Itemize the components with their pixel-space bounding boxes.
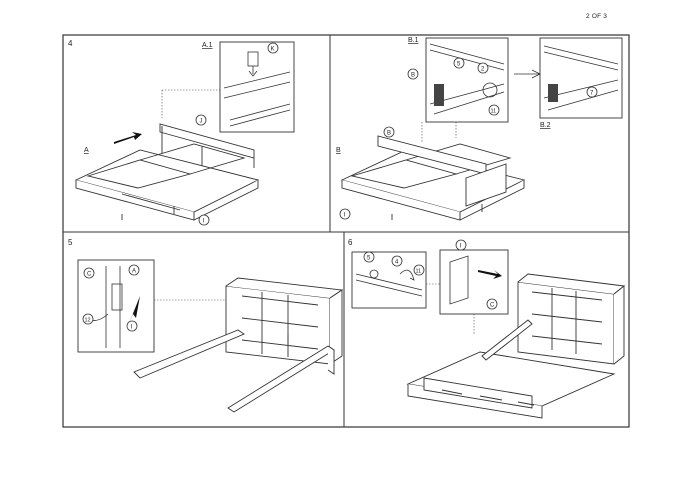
callout-i-5 — [126, 320, 138, 332]
callout-7 — [586, 86, 598, 98]
svg-text:B: B — [387, 131, 391, 137]
assembly-drawing: 4 A.1 K A J I B.1 — [62, 34, 630, 428]
svg-text:I: I — [131, 325, 133, 331]
callout-5 — [453, 57, 465, 69]
svg-text:11: 11 — [491, 109, 497, 115]
page-number: 2 OF 3 — [586, 13, 608, 20]
sheet-frame — [62, 34, 630, 428]
callout-11-6 — [413, 264, 425, 276]
detail-step6-bolt-box — [351, 251, 427, 309]
step6-number: 6 — [348, 238, 353, 247]
callout-c-6 — [486, 298, 498, 310]
callout-b-main — [383, 126, 395, 138]
svg-text:11: 11 — [416, 269, 422, 275]
callout-c-5 — [83, 267, 95, 279]
callout-k — [267, 42, 279, 54]
instruction-sheet: 4 A.1 K A J I B.1 — [62, 34, 630, 428]
svg-text:5: 5 — [457, 62, 461, 68]
step4-label-a: A — [84, 147, 89, 154]
svg-text:I: I — [344, 213, 346, 219]
svg-text:C: C — [87, 272, 92, 278]
callout-12 — [82, 313, 94, 325]
svg-text:I: I — [460, 244, 462, 250]
step4-label-b: B — [336, 147, 341, 154]
callout-4-6 — [391, 255, 403, 267]
callout-a-5 — [128, 264, 140, 276]
step5-number: 5 — [68, 238, 73, 247]
svg-text:B: B — [411, 73, 415, 79]
callout-11 — [488, 104, 500, 116]
step5-panel: 5 C A 12 I — [68, 238, 344, 413]
step4-panel: 4 A.1 K A J I — [68, 39, 295, 226]
callout-b-detail — [407, 68, 419, 80]
svg-text:4: 4 — [395, 260, 399, 266]
insert-arrow — [114, 132, 142, 144]
detail-b2-box — [539, 37, 623, 119]
svg-text:5: 5 — [367, 256, 371, 262]
svg-text:12: 12 — [85, 318, 91, 324]
callout-i-a — [198, 214, 210, 226]
svg-text:I: I — [203, 219, 205, 225]
svg-text:K: K — [271, 47, 275, 53]
callout-i-b — [339, 208, 351, 220]
step4-detail-b2-label: B.2 — [540, 122, 551, 129]
bed-with-drawers-step6 — [406, 273, 626, 419]
step6-panel: 6 5 4 11 I C — [348, 238, 626, 419]
svg-text:2: 2 — [481, 67, 485, 73]
step4-number: 4 — [68, 39, 73, 48]
drawer-assembly-a — [74, 123, 260, 221]
svg-text:C: C — [490, 303, 495, 309]
bed-frame-step5 — [133, 277, 344, 413]
callout-i-6 — [455, 239, 467, 251]
svg-text:7: 7 — [590, 91, 594, 97]
callout-2 — [477, 62, 489, 74]
callout-j — [195, 114, 207, 126]
svg-text:J: J — [200, 119, 203, 125]
svg-text:A: A — [132, 269, 136, 275]
step4-detail-b1-label: B.1 — [408, 37, 419, 44]
step4-detail-a1-label: A.1 — [202, 42, 213, 49]
callout-5-6 — [363, 251, 375, 263]
drawer-assembly-b — [340, 135, 526, 221]
step4-b-panel: B.1 B 5 2 11 B.2 7 B — [336, 37, 623, 221]
